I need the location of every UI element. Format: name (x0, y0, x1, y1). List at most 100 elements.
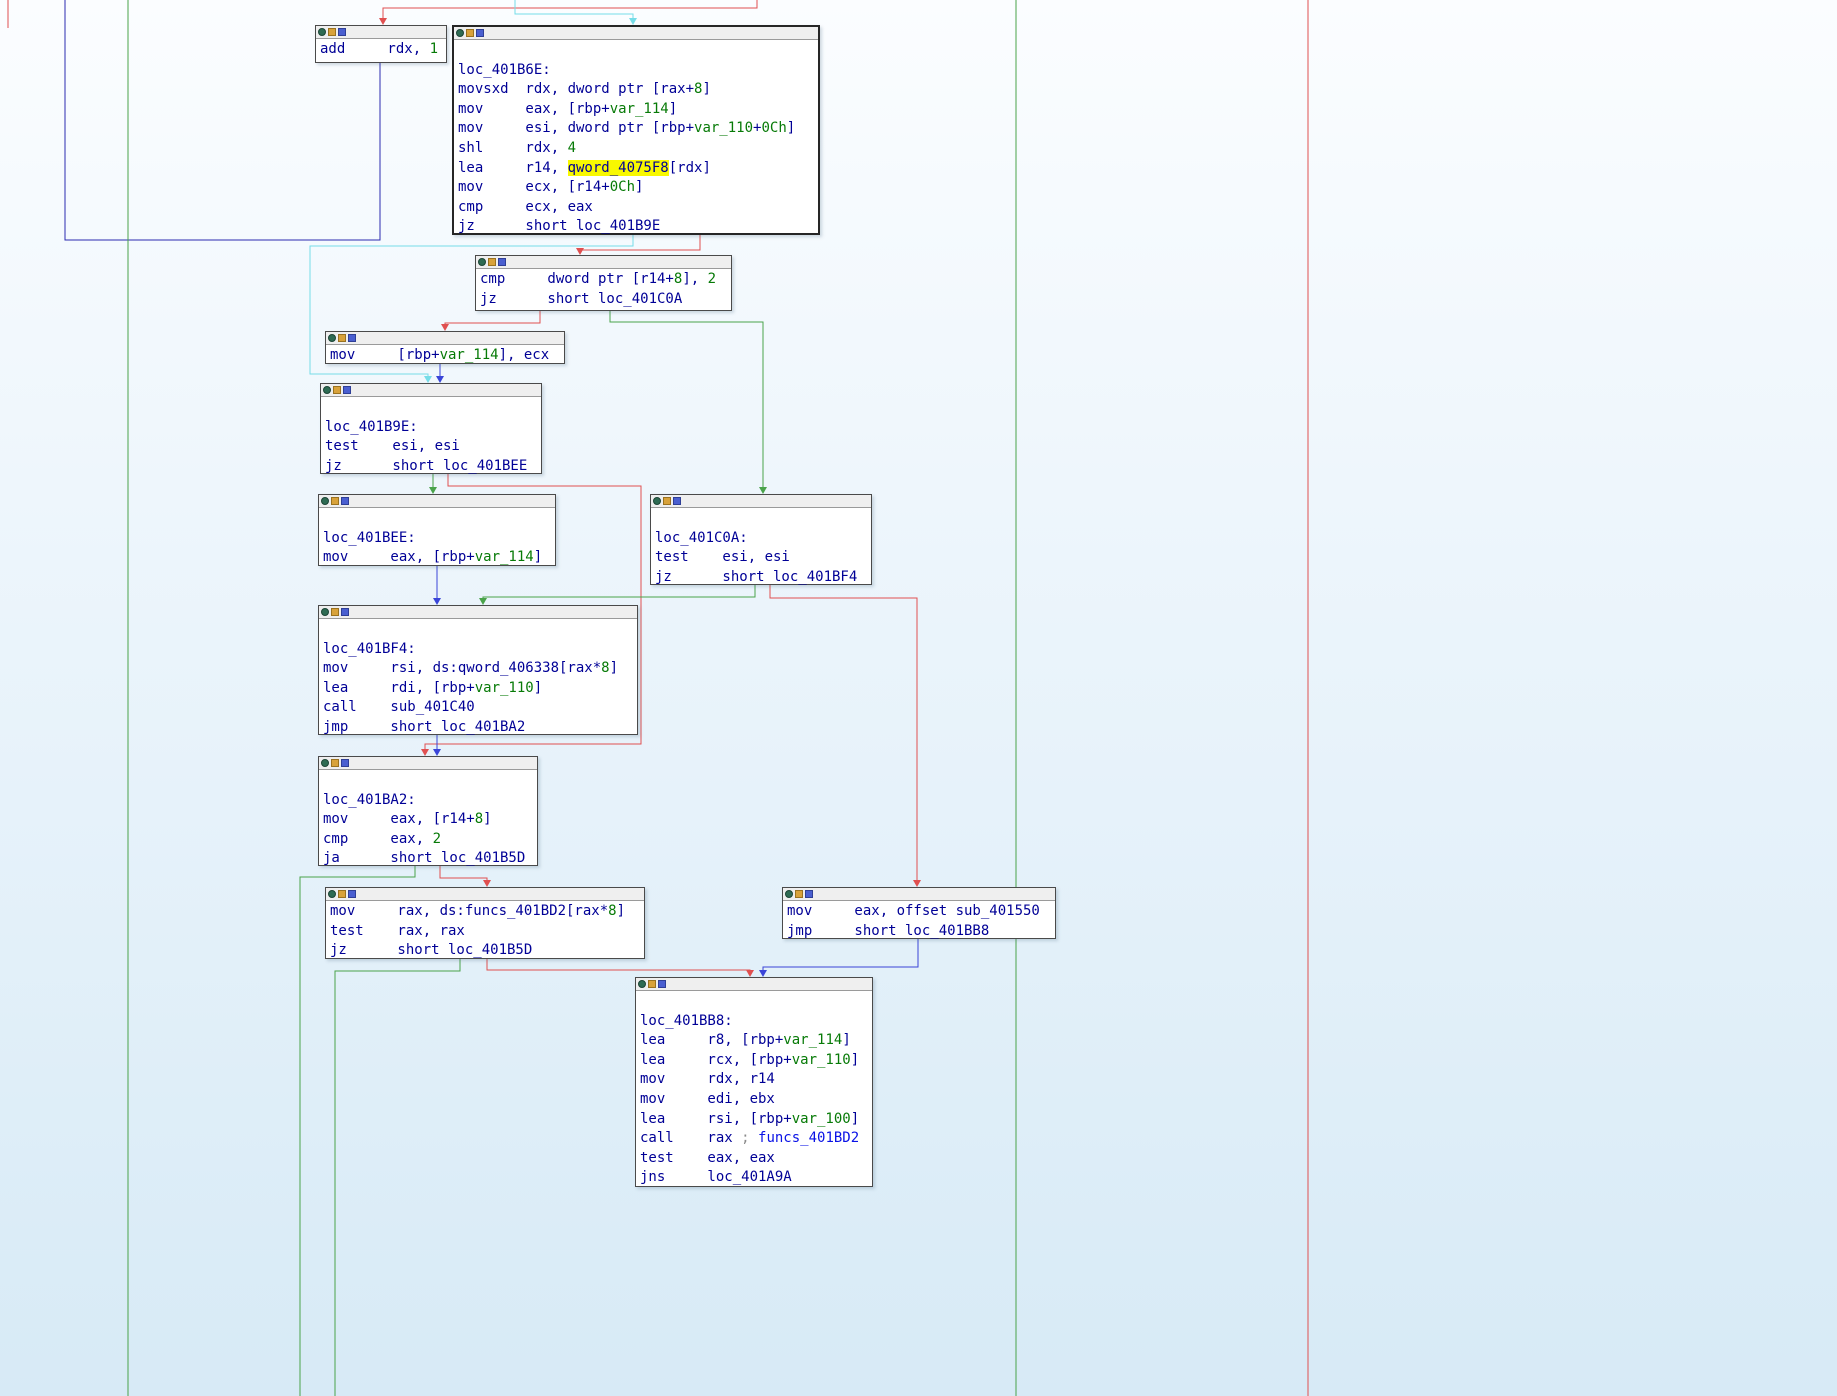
asm-line[interactable]: mov ecx, [r14+0Ch] (458, 178, 814, 198)
asm-line[interactable]: jz short loc_401BF4 (655, 568, 867, 588)
basic-block-mov-eax-sub_401550[interactable]: mov eax, offset sub_401550jmp short loc_… (782, 887, 1056, 939)
asm-line[interactable]: loc_401BA2: (323, 791, 533, 811)
node-sphere-icon[interactable] (328, 890, 336, 898)
asm-line[interactable]: loc_401B9E: (325, 418, 537, 438)
node-sphere-icon[interactable] (638, 980, 646, 988)
node-chart-icon[interactable] (498, 258, 506, 266)
basic-block-loc_401B6E[interactable]: loc_401B6E:movsxd rdx, dword ptr [rax+8]… (452, 25, 820, 235)
node-chart-icon[interactable] (341, 608, 349, 616)
asm-line[interactable]: test esi, esi (655, 548, 867, 568)
node-sphere-icon[interactable] (321, 759, 329, 767)
node-title-bar[interactable] (783, 888, 1055, 901)
basic-block-loc_401B9E[interactable]: loc_401B9E:test esi, esijz short loc_401… (320, 383, 542, 474)
asm-line[interactable]: lea r14, qword_4075F8[rdx] (458, 159, 814, 179)
basic-block-loc_401BF4[interactable]: loc_401BF4:mov rsi, ds:qword_406338[rax*… (318, 605, 638, 735)
asm-line[interactable]: movsxd rdx, dword ptr [rax+8] (458, 80, 814, 100)
asm-line[interactable]: test rax, rax (330, 922, 640, 942)
asm-line[interactable]: mov edi, ebx (640, 1090, 868, 1110)
asm-line[interactable]: mov esi, dword ptr [rbp+var_110+0Ch] (458, 119, 814, 139)
asm-line[interactable]: loc_401BEE: (323, 529, 551, 549)
basic-block-loc_401BA2[interactable]: loc_401BA2:mov eax, [r14+8]cmp eax, 2ja … (318, 756, 538, 866)
asm-line[interactable]: mov rax, ds:funcs_401BD2[rax*8] (330, 902, 640, 922)
asm-line[interactable]: mov [rbp+var_114], ecx (330, 346, 560, 366)
asm-line[interactable]: mov eax, [rbp+var_114] (323, 548, 551, 568)
node-title-bar[interactable] (651, 495, 871, 508)
node-title-bar[interactable] (636, 978, 872, 991)
asm-line[interactable] (325, 398, 537, 418)
node-paint-icon[interactable] (795, 890, 803, 898)
node-title-bar[interactable] (476, 256, 731, 269)
asm-line[interactable]: loc_401BF4: (323, 640, 633, 660)
node-paint-icon[interactable] (648, 980, 656, 988)
node-chart-icon[interactable] (341, 497, 349, 505)
asm-line[interactable]: test esi, esi (325, 437, 537, 457)
asm-line[interactable] (323, 509, 551, 529)
node-paint-icon[interactable] (331, 759, 339, 767)
node-paint-icon[interactable] (466, 29, 474, 37)
asm-line[interactable]: lea r8, [rbp+var_114] (640, 1031, 868, 1051)
node-title-bar[interactable] (319, 757, 537, 770)
node-chart-icon[interactable] (805, 890, 813, 898)
asm-line[interactable] (323, 620, 633, 640)
asm-line[interactable]: mov eax, [rbp+var_114] (458, 100, 814, 120)
asm-line[interactable]: call rax ; funcs_401BD2 (640, 1129, 868, 1149)
basic-block-add-rdx-1[interactable]: add rdx, 1 (315, 25, 447, 63)
asm-line[interactable]: mov eax, [r14+8] (323, 810, 533, 830)
asm-line[interactable]: loc_401B6E: (458, 61, 814, 81)
asm-line[interactable]: lea rcx, [rbp+var_110] (640, 1051, 868, 1071)
asm-line[interactable]: mov rsi, ds:qword_406338[rax*8] (323, 659, 633, 679)
node-paint-icon[interactable] (331, 497, 339, 505)
node-chart-icon[interactable] (476, 29, 484, 37)
node-chart-icon[interactable] (658, 980, 666, 988)
asm-line[interactable]: jz short loc_401B5D (330, 941, 640, 961)
asm-line[interactable]: shl rdx, 4 (458, 139, 814, 159)
asm-line[interactable]: jz short loc_401B9E (458, 217, 814, 237)
node-sphere-icon[interactable] (653, 497, 661, 505)
node-paint-icon[interactable] (331, 608, 339, 616)
node-paint-icon[interactable] (333, 386, 341, 394)
node-sphere-icon[interactable] (785, 890, 793, 898)
node-paint-icon[interactable] (663, 497, 671, 505)
node-sphere-icon[interactable] (321, 608, 329, 616)
basic-block-mov-var114-ecx[interactable]: mov [rbp+var_114], ecx (325, 331, 565, 364)
asm-line[interactable]: loc_401BB8: (640, 1012, 868, 1032)
node-title-bar[interactable] (319, 495, 555, 508)
node-chart-icon[interactable] (348, 334, 356, 342)
node-title-bar[interactable] (454, 27, 818, 40)
node-chart-icon[interactable] (673, 497, 681, 505)
node-chart-icon[interactable] (343, 386, 351, 394)
basic-block-loc_401BB8[interactable]: loc_401BB8:lea r8, [rbp+var_114]lea rcx,… (635, 977, 873, 1187)
node-chart-icon[interactable] (348, 890, 356, 898)
asm-line[interactable]: lea rdi, [rbp+var_110] (323, 679, 633, 699)
asm-line[interactable]: loc_401C0A: (655, 529, 867, 549)
asm-line[interactable] (640, 992, 868, 1012)
asm-line[interactable]: lea rsi, [rbp+var_100] (640, 1110, 868, 1130)
asm-line[interactable]: cmp ecx, eax (458, 198, 814, 218)
asm-line[interactable]: cmp dword ptr [r14+8], 2 (480, 270, 727, 290)
node-sphere-icon[interactable] (323, 386, 331, 394)
basic-block-cmp-r14-8[interactable]: cmp dword ptr [r14+8], 2jz short loc_401… (475, 255, 732, 311)
node-paint-icon[interactable] (338, 890, 346, 898)
asm-line[interactable]: mov rdx, r14 (640, 1070, 868, 1090)
asm-line[interactable] (323, 771, 533, 791)
asm-line[interactable]: mov eax, offset sub_401550 (787, 902, 1051, 922)
node-paint-icon[interactable] (338, 334, 346, 342)
node-title-bar[interactable] (326, 888, 644, 901)
node-title-bar[interactable] (316, 26, 446, 39)
asm-line[interactable] (458, 41, 814, 61)
node-sphere-icon[interactable] (318, 28, 326, 36)
asm-line[interactable] (655, 509, 867, 529)
asm-line[interactable]: test eax, eax (640, 1149, 868, 1169)
node-paint-icon[interactable] (328, 28, 336, 36)
basic-block-loc_401C0A[interactable]: loc_401C0A:test esi, esijz short loc_401… (650, 494, 872, 585)
asm-line[interactable]: call sub_401C40 (323, 698, 633, 718)
node-sphere-icon[interactable] (456, 29, 464, 37)
node-sphere-icon[interactable] (321, 497, 329, 505)
node-title-bar[interactable] (326, 332, 564, 345)
asm-line[interactable]: cmp eax, 2 (323, 830, 533, 850)
node-paint-icon[interactable] (488, 258, 496, 266)
basic-block-loc_401BEE[interactable]: loc_401BEE:mov eax, [rbp+var_114] (318, 494, 556, 566)
asm-line[interactable]: jz short loc_401C0A (480, 290, 727, 310)
node-title-bar[interactable] (321, 384, 541, 397)
